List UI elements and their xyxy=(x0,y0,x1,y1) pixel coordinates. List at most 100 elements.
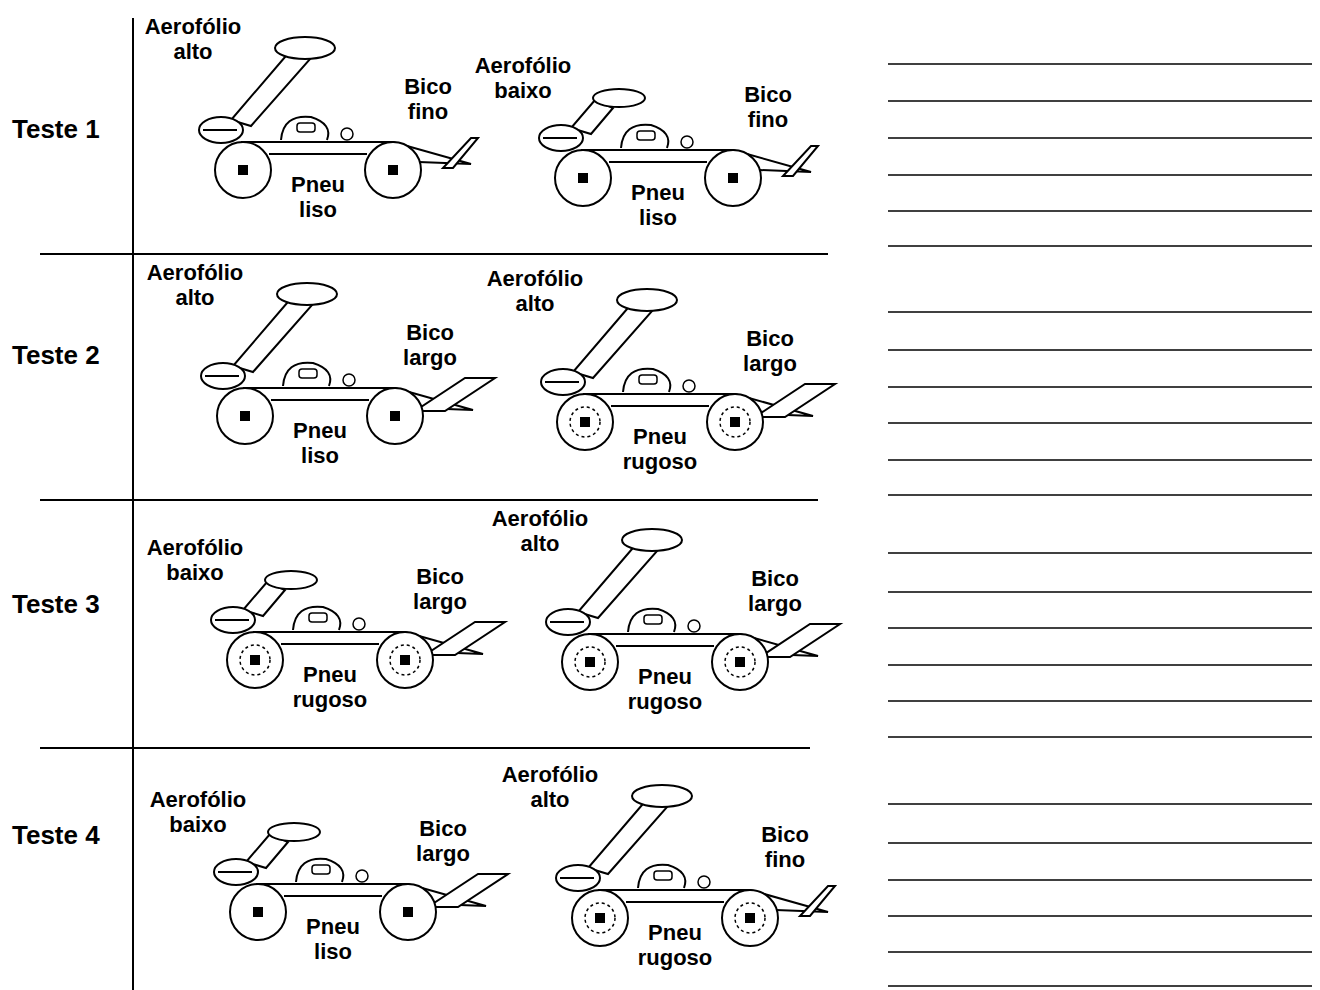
wing-strut xyxy=(588,798,668,874)
part-label: Aerofólio alto xyxy=(147,260,244,311)
car-floor xyxy=(269,153,367,155)
test-label: Teste 2 xyxy=(12,341,100,371)
answer-line xyxy=(888,386,1312,388)
driver-helmet xyxy=(296,859,343,882)
rear-wing xyxy=(277,283,337,305)
wheel-hub xyxy=(735,657,745,667)
roll-hoop xyxy=(681,136,693,148)
nose-wing xyxy=(428,874,508,907)
wheel-hub xyxy=(585,657,595,667)
car-floor xyxy=(284,895,382,897)
car-floor xyxy=(609,161,707,163)
tyre xyxy=(365,142,421,198)
answer-lines xyxy=(888,64,1312,986)
rear-pod-line xyxy=(560,877,594,879)
test-label: Teste 1 xyxy=(12,115,100,145)
helmet-visor xyxy=(654,871,672,880)
wheel-hub xyxy=(390,411,400,421)
rear-pod-line xyxy=(543,137,577,139)
part-label: Bico largo xyxy=(748,566,802,617)
answer-line xyxy=(888,422,1312,424)
wheel-hub xyxy=(253,907,263,917)
tyre xyxy=(215,142,271,198)
wheel-hub xyxy=(730,417,740,427)
tyre xyxy=(555,150,611,206)
car-body xyxy=(241,142,471,164)
answer-line xyxy=(888,664,1312,666)
answer-line xyxy=(888,736,1312,738)
divider-line xyxy=(40,253,828,255)
wheel-hub xyxy=(238,165,248,175)
wing-strut xyxy=(573,302,653,378)
answer-line xyxy=(888,349,1312,351)
part-label: Bico largo xyxy=(403,320,457,371)
nose-wing xyxy=(443,138,478,168)
wheel-hub xyxy=(745,913,755,923)
grid-lines xyxy=(40,18,828,990)
part-label: Aerofólio alto xyxy=(492,506,589,557)
rear-pod xyxy=(539,125,583,151)
roll-hoop xyxy=(683,380,695,392)
car-body xyxy=(581,150,811,172)
wheel-hub xyxy=(403,907,413,917)
wheel-hub xyxy=(240,411,250,421)
answer-line xyxy=(888,174,1312,176)
part-label: Aerofólio alto xyxy=(502,762,599,813)
roll-hoop xyxy=(343,374,355,386)
divider-line xyxy=(40,747,810,749)
part-label: Pneu rugoso xyxy=(623,424,698,475)
wheel-hub xyxy=(388,165,398,175)
part-label: Aerofólio baixo xyxy=(150,787,247,838)
wheel-hub xyxy=(595,913,605,923)
answer-line xyxy=(888,311,1312,313)
roll-hoop xyxy=(341,128,353,140)
car-floor xyxy=(611,405,709,407)
part-label: Aerofólio baixo xyxy=(147,535,244,586)
wheel-hub xyxy=(728,173,738,183)
tyre-tread xyxy=(390,645,420,675)
nose-wing xyxy=(800,886,835,916)
rear-pod xyxy=(211,607,255,633)
race-car xyxy=(201,283,495,444)
part-label: Pneu rugoso xyxy=(638,920,713,971)
nose-wing xyxy=(415,378,495,411)
answer-line xyxy=(888,803,1312,805)
rear-wing xyxy=(265,571,317,589)
test-label: Teste 3 xyxy=(12,590,100,620)
nose-wing xyxy=(755,384,835,417)
answer-line xyxy=(888,100,1312,102)
car-floor xyxy=(271,399,369,401)
helmet-visor xyxy=(639,375,657,384)
race-car xyxy=(546,529,840,690)
wing-strut xyxy=(233,296,313,372)
tyre-tread xyxy=(570,407,600,437)
race-car xyxy=(541,289,835,450)
rear-wing xyxy=(622,529,682,551)
rear-wing xyxy=(268,823,320,841)
tyre xyxy=(572,890,628,946)
driver-helmet xyxy=(628,609,675,632)
part-label: Bico fino xyxy=(744,82,792,133)
wheel-hub xyxy=(578,173,588,183)
tyre xyxy=(707,394,763,450)
driver-helmet xyxy=(638,865,685,888)
driver-helmet xyxy=(283,363,330,386)
answer-line xyxy=(888,494,1312,496)
car-floor xyxy=(616,645,714,647)
helmet-visor xyxy=(297,123,315,132)
answer-line xyxy=(888,63,1312,65)
rear-pod-line xyxy=(218,871,252,873)
part-label: Bico fino xyxy=(404,74,452,125)
answer-line xyxy=(888,879,1312,881)
tyre-tread xyxy=(240,645,270,675)
part-label: Pneu rugoso xyxy=(628,664,703,715)
driver-helmet xyxy=(293,607,340,630)
roll-hoop xyxy=(688,620,700,632)
tyre-tread xyxy=(725,647,755,677)
car-body xyxy=(598,890,828,912)
driver-helmet xyxy=(281,117,328,140)
part-label: Bico largo xyxy=(413,564,467,615)
tyre xyxy=(722,890,778,946)
answer-line xyxy=(888,245,1312,247)
